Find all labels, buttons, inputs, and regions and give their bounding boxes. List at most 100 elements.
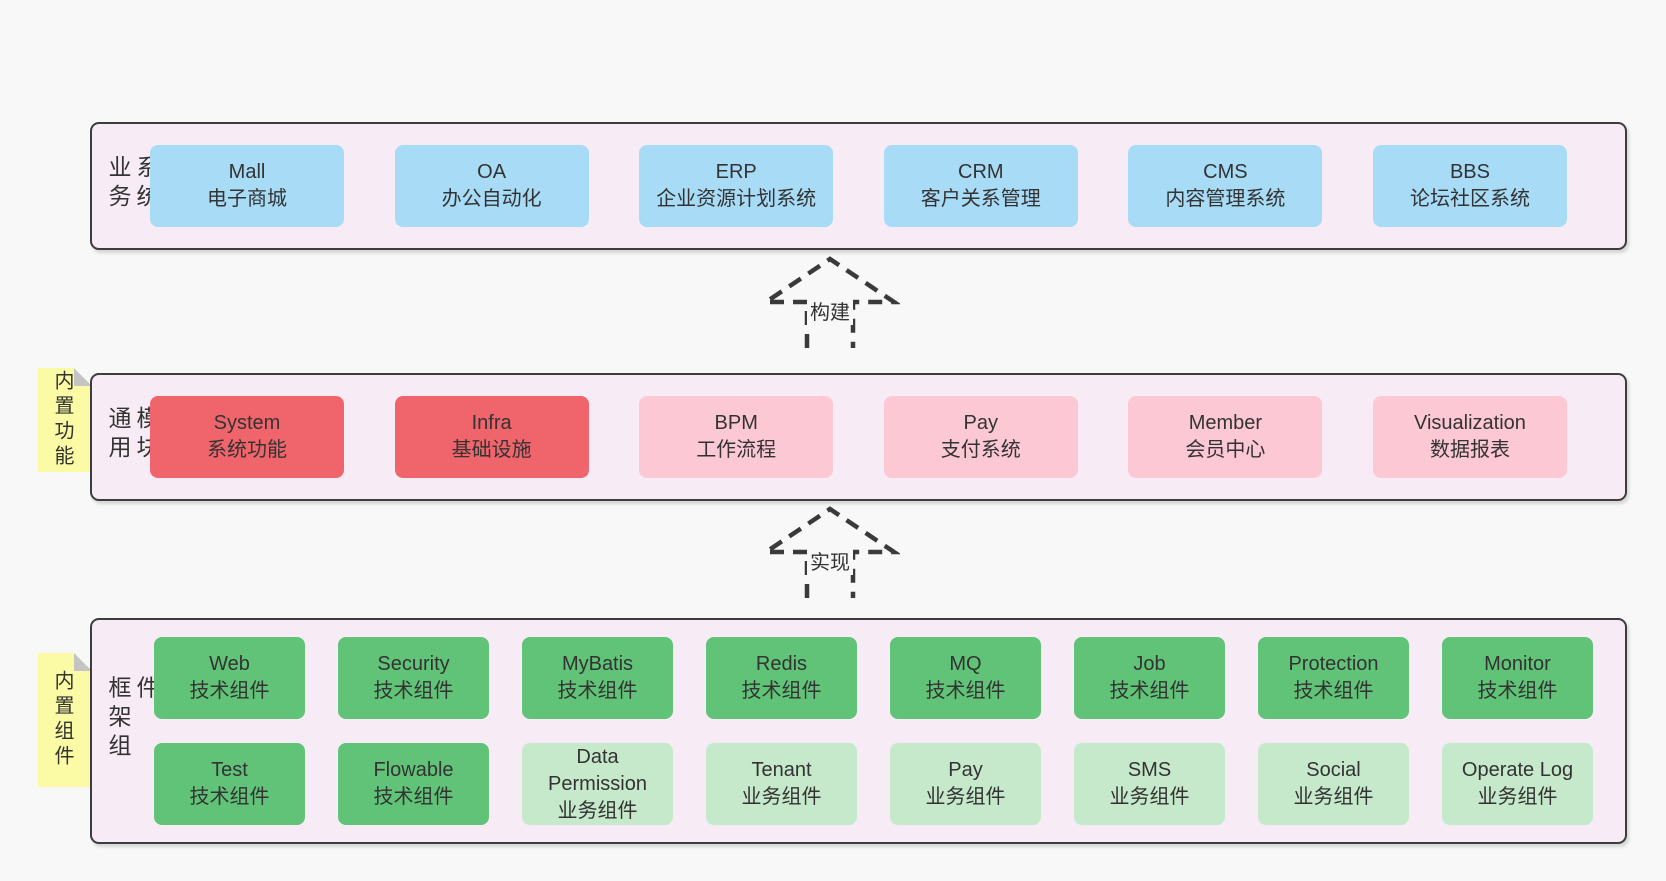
module-box-subtitle: 技术组件 bbox=[373, 786, 454, 808]
module-box-crm: CRM 客户关系管理 bbox=[883, 145, 1078, 227]
module-box-subtitle: 技术组件 bbox=[1109, 680, 1190, 702]
module-box-name: System bbox=[213, 412, 281, 434]
module-box-data-permission: Data Permission 业务组件 bbox=[522, 743, 673, 825]
sticky-tag-built-in-functions: 内置功能 bbox=[38, 368, 92, 472]
module-box-operate-log: Operate Log 业务组件 bbox=[1442, 743, 1593, 825]
module-box-subtitle: 数据报表 bbox=[1429, 439, 1510, 461]
module-box-name: CRM bbox=[958, 161, 1004, 183]
module-box-name: Pay bbox=[963, 412, 999, 434]
module-box-subtitle: 支付系统 bbox=[940, 439, 1021, 461]
module-box-mq: MQ 技术组件 bbox=[890, 637, 1041, 719]
module-box-name: MyBatis bbox=[561, 653, 634, 675]
module-box-name: CMS bbox=[1203, 161, 1248, 183]
module-box-name: Mall bbox=[228, 161, 266, 183]
module-box-subtitle: 客户关系管理 bbox=[920, 188, 1041, 210]
module-box-subtitle: 电子商城 bbox=[207, 188, 287, 210]
arrow-up-build: 构建 bbox=[760, 256, 900, 348]
module-box-subtitle: 技术组件 bbox=[189, 786, 270, 808]
module-box-monitor: Monitor 技术组件 bbox=[1442, 637, 1593, 719]
module-box-member: Member 会员中心 bbox=[1128, 396, 1323, 478]
module-box-mybatis: MyBatis 技术组件 bbox=[522, 637, 673, 719]
module-box-name: Protection bbox=[1288, 653, 1379, 675]
module-box-subtitle: 论坛社区系统 bbox=[1409, 188, 1530, 210]
module-box-name: Redis bbox=[755, 653, 808, 675]
module-box-visualization: Visualization 数据报表 bbox=[1372, 396, 1567, 478]
module-box-name: SMS bbox=[1127, 759, 1172, 781]
module-box-tenant: Tenant 业务组件 bbox=[706, 743, 857, 825]
module-box-name: OA bbox=[477, 161, 507, 183]
framework-box-row-2: Test 技术组件 Flowable 技术组件 Data Permission … bbox=[154, 743, 1593, 825]
module-box-name: Test bbox=[211, 759, 248, 781]
module-box-name: Tenant bbox=[751, 759, 812, 781]
module-box-web: Web 技术组件 bbox=[154, 637, 305, 719]
module-box-subtitle: 业务组件 bbox=[925, 786, 1006, 808]
business-box-row: Mall 电子商城 OA 办公自动化 ERP 企业资源计划系统 CRM 客户关系… bbox=[150, 145, 1567, 227]
module-box-name: Flowable bbox=[373, 759, 454, 781]
module-box-name: Pay bbox=[948, 759, 983, 781]
module-box-name: Member bbox=[1188, 412, 1263, 434]
module-box-oa: OA 办公自动化 bbox=[394, 145, 589, 227]
module-box-name: BBS bbox=[1449, 161, 1490, 183]
module-box-security: Security 技术组件 bbox=[338, 637, 489, 719]
module-box-subtitle: 工作流程 bbox=[696, 439, 777, 461]
module-box-subtitle: 业务组件 bbox=[1109, 786, 1190, 808]
module-box-flowable: Flowable 技术组件 bbox=[338, 743, 489, 825]
module-box-system: System 系统功能 bbox=[150, 396, 344, 478]
module-box-erp: ERP 企业资源计划系统 bbox=[639, 145, 834, 227]
framework-box-row-1: Web 技术组件 Security 技术组件 MyBatis 技术组件 Redi… bbox=[154, 637, 1593, 719]
module-box-subtitle: 业务组件 bbox=[1477, 786, 1558, 808]
arrow-implement-label: 实现 bbox=[807, 546, 853, 575]
module-box-redis: Redis 技术组件 bbox=[706, 637, 857, 719]
framework-box-rows: Web 技术组件 Security 技术组件 MyBatis 技术组件 Redi… bbox=[154, 637, 1593, 825]
module-box-name: BPM bbox=[714, 412, 758, 434]
module-box-subtitle: 基础设施 bbox=[451, 439, 532, 461]
module-box-name: Job bbox=[1133, 653, 1166, 675]
module-box-name: Social bbox=[1306, 759, 1361, 781]
module-box-subtitle: 业务组件 bbox=[741, 786, 822, 808]
section-framework-components: 框架组件 Web 技术组件 Security 技术组件 MyBatis 技术组件… bbox=[90, 618, 1627, 844]
module-box-name: Visualization bbox=[1414, 412, 1526, 434]
module-box-subtitle: 技术组件 bbox=[373, 680, 454, 702]
module-box-bbs: BBS 论坛社区系统 bbox=[1372, 145, 1567, 227]
modules-box-row: System 系统功能 Infra 基础设施 BPM 工作流程 Pay 支付系统… bbox=[150, 396, 1567, 478]
sticky-tag-text: 内置功能 bbox=[51, 370, 73, 470]
section-framework-label: 框架组件 bbox=[105, 675, 159, 763]
module-box-subtitle: 技术组件 bbox=[189, 680, 270, 702]
module-box-subtitle: 技术组件 bbox=[1293, 680, 1374, 702]
sticky-tag-text: 内置组件 bbox=[51, 670, 73, 770]
module-box-protection: Protection 技术组件 bbox=[1258, 637, 1409, 719]
module-box-name: Web bbox=[209, 653, 250, 675]
module-box-mall: Mall 电子商城 bbox=[150, 145, 344, 227]
module-box-cms: CMS 内容管理系统 bbox=[1128, 145, 1323, 227]
module-box-name: Security bbox=[377, 653, 450, 675]
module-box-job: Job 技术组件 bbox=[1074, 637, 1225, 719]
module-box-subtitle: 企业资源计划系统 bbox=[656, 188, 817, 210]
module-box-name: Infra bbox=[471, 412, 512, 434]
module-box-subtitle: 业务组件 bbox=[1293, 786, 1374, 808]
business-box-rows: Mall 电子商城 OA 办公自动化 ERP 企业资源计划系统 CRM 客户关系… bbox=[150, 145, 1567, 227]
modules-box-rows: System 系统功能 Infra 基础设施 BPM 工作流程 Pay 支付系统… bbox=[150, 396, 1567, 478]
module-box-sms: SMS 业务组件 bbox=[1074, 743, 1225, 825]
module-box-subtitle: 技术组件 bbox=[1477, 680, 1558, 702]
section-common-modules: 通用模块 System 系统功能 Infra 基础设施 BPM 工作流程 Pay… bbox=[90, 373, 1627, 501]
module-box-name: MQ bbox=[949, 653, 982, 675]
module-box-subtitle: 办公自动化 bbox=[441, 188, 542, 210]
module-box-subtitle: 内容管理系统 bbox=[1165, 188, 1286, 210]
module-box-social: Social 业务组件 bbox=[1258, 743, 1409, 825]
module-box-name: Operate Log bbox=[1461, 759, 1574, 781]
section-business-systems: 业务系统 Mall 电子商城 OA 办公自动化 ERP 企业资源计划系统 CRM… bbox=[90, 122, 1627, 250]
arrow-up-implement: 实现 bbox=[760, 506, 900, 598]
module-box-subtitle: 技术组件 bbox=[557, 680, 638, 702]
module-box-subtitle: 业务组件 bbox=[557, 799, 638, 822]
module-box-pay: Pay 支付系统 bbox=[883, 396, 1078, 478]
module-box-test: Test 技术组件 bbox=[154, 743, 305, 825]
module-box-subtitle: 系统功能 bbox=[207, 439, 287, 461]
module-box-name: Data Permission bbox=[548, 745, 647, 795]
module-box-pay: Pay 业务组件 bbox=[890, 743, 1041, 825]
module-box-bpm: BPM 工作流程 bbox=[639, 396, 834, 478]
module-box-subtitle: 会员中心 bbox=[1185, 439, 1266, 461]
module-box-name: ERP bbox=[715, 161, 757, 183]
module-box-name: Monitor bbox=[1484, 653, 1551, 675]
arrow-build-label: 构建 bbox=[807, 296, 853, 325]
sticky-tag-built-in-components: 内置组件 bbox=[38, 653, 92, 787]
